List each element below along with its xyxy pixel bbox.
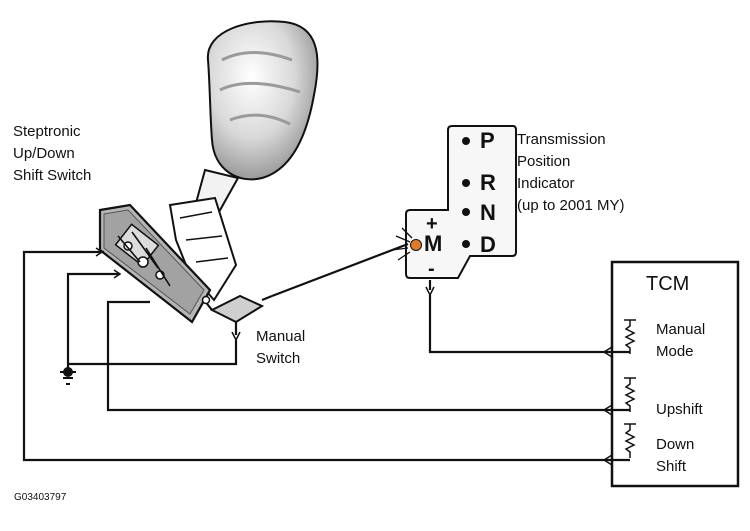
wire-upshift <box>106 300 630 412</box>
indicator-panel <box>405 125 517 279</box>
tcm-module: TCM Manual Mode Upshift Down Shift <box>610 260 740 488</box>
steptronic-label-2: Up/Down <box>13 145 75 162</box>
tcm-manual-label-2: Mode <box>656 343 694 360</box>
figure-code: G03403797 <box>14 492 67 503</box>
tcm-title: TCM <box>646 273 689 295</box>
indicator-label-1: Transmission <box>517 131 606 148</box>
tcm-down-label-2: Shift <box>656 458 687 475</box>
wire-manual-ground <box>68 340 238 366</box>
wire-manual-mode <box>428 295 630 354</box>
manual-switch <box>201 294 273 342</box>
wiring <box>22 242 630 466</box>
shift-gate <box>168 196 238 302</box>
indicator-label-2: Position <box>517 153 570 170</box>
wire-down-shift <box>22 250 630 462</box>
indicator-label-3: Indicator <box>517 175 575 192</box>
steptronic-label-1: Steptronic <box>13 123 81 140</box>
wire-ground <box>66 272 120 372</box>
tcm-manual-label-1: Manual <box>656 321 705 338</box>
steptronic-switch <box>98 203 212 324</box>
tcm-upshift-label: Upshift <box>656 401 704 418</box>
manual-switch-label-1: Manual <box>256 328 305 345</box>
manual-switch-body <box>209 294 265 324</box>
steptronic-label-3: Shift Switch <box>13 167 91 184</box>
position-indicator: P R N D + M - <box>391 125 517 297</box>
manual-switch-label-2: Switch <box>256 350 300 367</box>
glow-rays-icon <box>391 227 413 261</box>
tcm-down-label-1: Down <box>656 436 694 453</box>
gear-p: P <box>480 128 495 153</box>
wire-indicator <box>271 242 409 298</box>
gear-r: R <box>480 170 496 195</box>
gear-lever <box>168 20 319 302</box>
knob-texture <box>219 50 301 126</box>
plus-symbol: + <box>426 213 438 235</box>
gear-n: N <box>480 200 496 225</box>
gear-d: D <box>480 232 496 257</box>
minus-symbol: - <box>428 258 435 280</box>
active-mode-dot <box>410 239 422 251</box>
indicator-label-4: (up to 2001 MY) <box>517 197 625 214</box>
gear-m: M <box>424 231 442 256</box>
tcm-box <box>610 260 740 488</box>
gear-knob <box>206 20 319 181</box>
